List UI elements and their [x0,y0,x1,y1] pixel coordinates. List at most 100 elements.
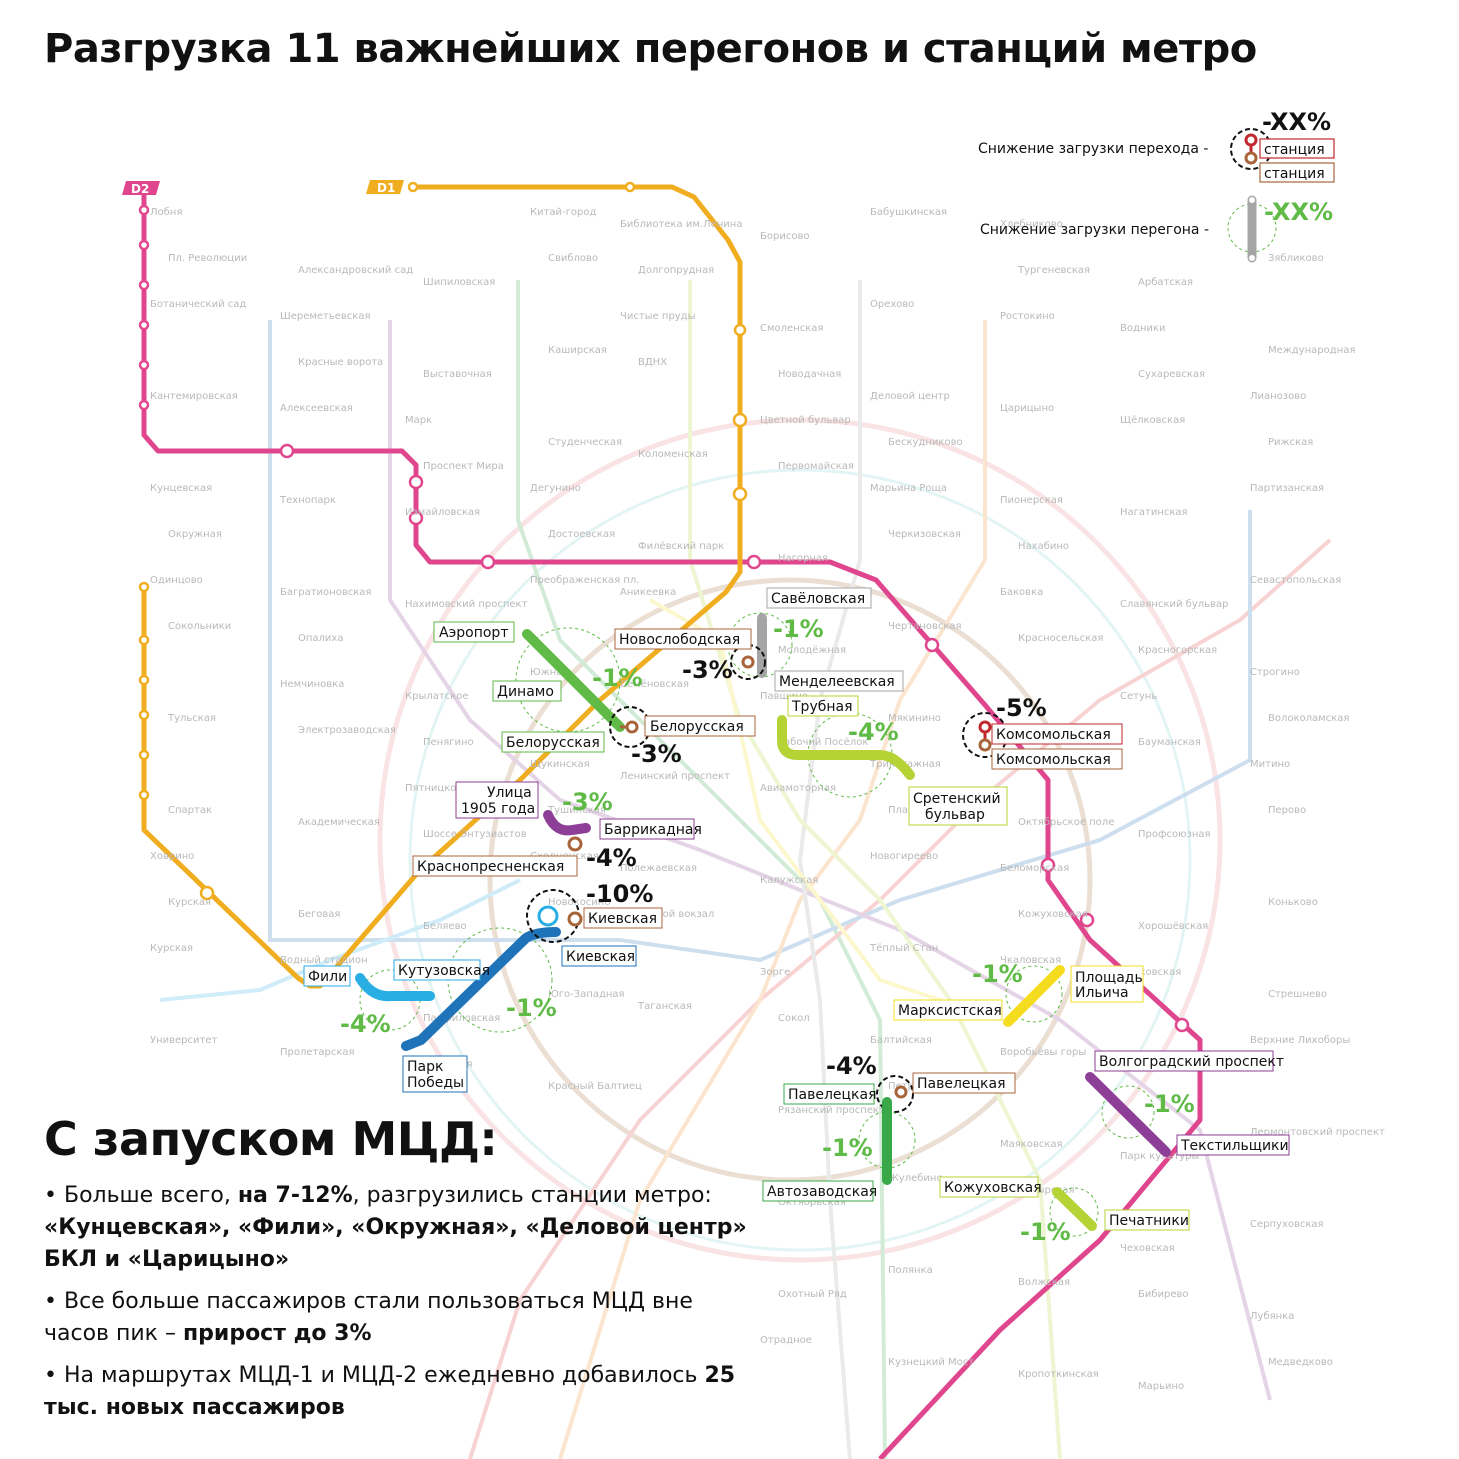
background-station-label: Немчиновка [280,679,344,690]
background-station-label: Марк [405,415,432,426]
label-tekstilshchiki: Текстильщики [1180,1138,1289,1154]
background-station-label: Медведково [1268,1357,1333,1368]
background-station-label: Полянка [888,1265,933,1276]
section-fili-kutuzovskaya: Фили Кутузовская -4% [303,959,490,1038]
background-station-label: Пятницкое шоссе [405,783,498,794]
label-volgogradsky: Волгоградский проспект [1099,1054,1284,1070]
background-station-label: Бауманская [1138,737,1201,748]
background-station-label: Пл. Революции [168,253,247,264]
label-ilyicha-1: Площадь [1075,970,1143,986]
background-station-label: Балтийская [870,1035,932,1046]
background-station-label: Лермонтовский проспект [1250,1127,1385,1138]
bg-line-cyan [159,878,521,1002]
background-station-label: Марьина Роща [870,483,947,494]
background-station-label: Пролетарская [280,1047,355,1058]
background-station-label: Сокольники [168,621,231,632]
change-ul1905-barrikadnaya: -3% [562,788,613,816]
background-station-label: Зорге [760,967,790,978]
label-ul1905-2: 1905 года [461,801,535,817]
background-station-label: Сокол [778,1013,810,1024]
legend-station-b: станция [1264,166,1325,182]
background-station-label: Красные ворота [298,357,383,368]
background-station-label: Каширская [548,345,607,356]
background-station-label: Чистые пруды [620,311,696,322]
bg-line-purple [388,320,1272,1401]
bg-line-blue [268,320,1252,963]
background-station-label: Бибирево [1138,1289,1189,1300]
label-aeroport: Аэропорт [439,625,508,641]
change-krasnopresnenskaya: -4% [586,844,637,872]
background-station-label: Воробьёвы горы [1000,1047,1086,1058]
background-station-label: Стрешнево [1268,989,1327,1000]
label-kievskaya-b: Киевская [566,949,635,965]
section-kozhukhovskaya-pechatniki: Кожуховская Печатники -1% [939,1176,1190,1246]
change-kozhukhovskaya-pechatniki: -1% [1020,1218,1071,1246]
label-sretensky-2: бульвар [925,807,985,823]
change-trubnaya-sretensky: -4% [848,718,899,746]
background-station-label: Митино [1250,759,1290,770]
background-station-label: Курская [150,943,193,954]
background-station-label: Долгопрудная [638,265,714,276]
background-station-label: Семёновская [620,679,689,690]
background-station-label: Нахимовский проспект [405,599,528,610]
background-station-label: Тушинская [547,805,606,816]
change-belorusskaya: -3% [631,740,682,768]
info-bullet-1: • Больше всего, на 7-12%, разгрузились с… [44,1183,747,1272]
background-station-label: Кантемировская [150,391,238,402]
background-station-label: Рабочий Посёлок [778,737,868,748]
bg-line-orange [558,320,987,1459]
background-station-label: Профсоюзная [1138,829,1211,840]
background-station-label: Технопарк [279,495,336,506]
background-station-label: Ленинский проспект [620,771,730,782]
legend-transfer-pct: -XX% [1262,108,1331,136]
background-station-label: Октябрьское поле [1018,817,1114,828]
background-station-label: Хлебниково [1000,219,1063,230]
background-station-label: Отрадное [760,1335,812,1346]
background-station-label: Юго-Западная [548,989,625,1000]
background-station-label: Лианозово [1250,391,1306,402]
background-station-label: Новодачная [778,369,841,380]
background-station-label: Коломенская [638,449,708,460]
background-station-label: Библиотека им.Ленина [620,219,742,230]
background-station-label: Нахабино [1018,541,1069,552]
change-kievskaya: -10% [586,880,653,908]
label-park-2: Победы [407,1075,464,1091]
background-station-label: Дегунино [530,483,581,494]
background-station-label: Кунцевская [150,483,212,494]
label-komsomolskaya-b: Комсомольская [996,752,1111,768]
background-station-label: Волжская [1018,1277,1070,1288]
change-marksistskaya-ilyicha: -1% [972,960,1023,988]
background-station-label: Зябликово [1268,253,1324,264]
legend: Снижение загрузки перехода - -XX% станци… [978,108,1335,263]
background-station-label: Строгино [1250,667,1300,678]
mcd-d1-tag: D1 [366,180,404,195]
change-volgogradsky-tekstilshchiki: -1% [1144,1090,1195,1118]
label-marksistskaya: Марксистская [898,1003,1002,1019]
background-station-label: Сетунь [1120,691,1157,702]
background-station-label: Китай-город [530,207,596,218]
background-station-label: Жулебино [888,1173,943,1184]
page-title: Разгрузка 11 важнейших перегонов и станц… [44,26,1257,72]
background-station-label: Панфиловская [423,1013,500,1024]
background-station-label: Молодёжная [778,645,846,656]
background-station-label: Октябрьская [778,1197,846,1208]
background-station-label: Ботанический сад [150,299,246,310]
background-station-label: Орехово [870,299,914,310]
background-station-label: Речной вокзал [638,909,714,920]
background-station-label: Сухаревская [1138,369,1205,380]
background-station-label: Первомайская [778,461,854,472]
legend-transfer-label: Снижение загрузки перехода - [978,141,1208,157]
label-dinamo: Динамо [497,684,554,700]
background-station-label: Шереметьевская [280,311,371,322]
background-station-label: Университет [150,1035,217,1046]
bg-line-green [516,280,887,1459]
background-station-label: Бескудниково [888,437,963,448]
background-station-label: Арбатская [1138,277,1193,288]
background-station-label: Войковская [1120,967,1181,978]
transfer-novoslobodskaya: Новослободская -3% [614,628,766,684]
d2-stations [138,204,1190,1033]
legend-section-pct: -XX% [1264,198,1333,226]
background-station-label: Кузнецкий Мост [888,1357,974,1368]
background-station-label: Филёвский парк [638,541,724,552]
